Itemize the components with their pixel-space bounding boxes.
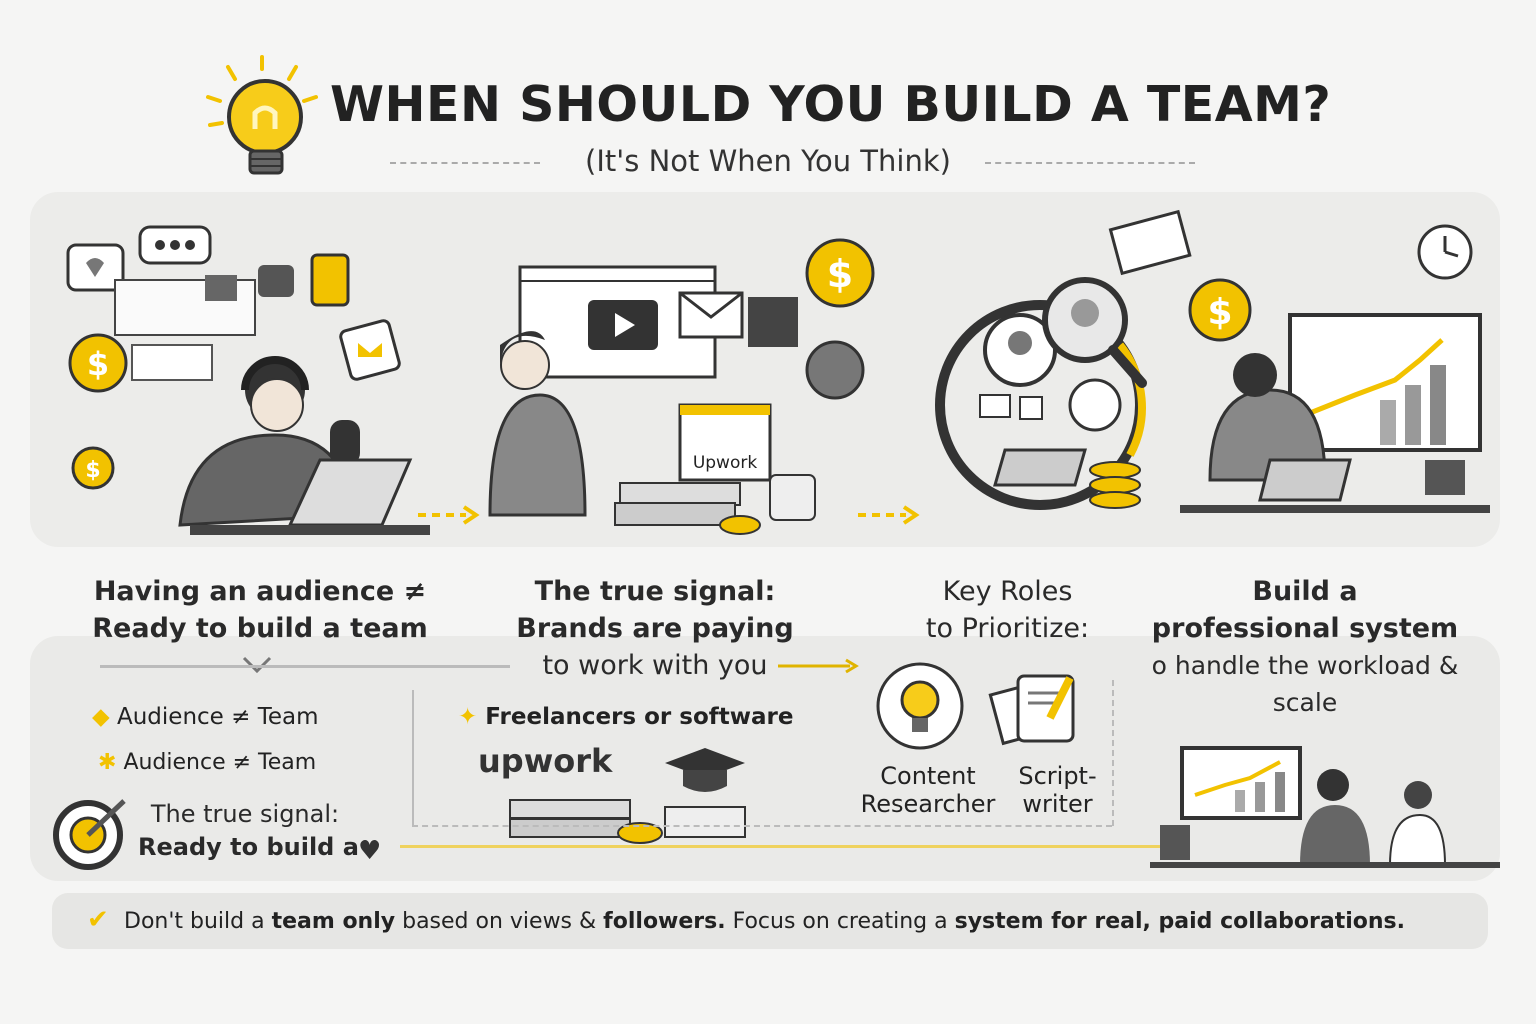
heading-line: to Prioritize: xyxy=(925,613,1090,644)
lightbulb-icon xyxy=(206,55,318,175)
creator-illustration: $ $ xyxy=(66,225,430,535)
column-heading-roles: Key Roles to Prioritize: xyxy=(885,573,1130,647)
heading-line: o handle the workload & xyxy=(1151,651,1459,680)
role-label: writer xyxy=(1022,790,1093,818)
sparkle-icon: ✦ xyxy=(458,704,486,730)
chevron-down-icon xyxy=(242,656,272,674)
page-title: WHEN SHOULD YOU BUILD A TEAM? xyxy=(330,76,1332,133)
divider xyxy=(100,665,510,668)
svg-text:$: $ xyxy=(85,458,100,483)
divider xyxy=(390,162,540,164)
diamond-icon: ◆ xyxy=(92,704,117,730)
heading-line: scale xyxy=(1272,688,1338,717)
list-item: ✱ Audience ≠ Team xyxy=(98,750,316,775)
role-label: Researcher xyxy=(860,790,996,818)
lightbulb-role-icon xyxy=(876,662,964,750)
heading-line: to work with you xyxy=(542,650,768,681)
list-item-label: Audience ≠ Team xyxy=(117,704,319,730)
heading-line: Ready to build a team xyxy=(92,613,428,644)
script-pencil-icon xyxy=(988,674,1075,746)
arrow-icon xyxy=(858,505,920,525)
role-scriptwriter: Script-writer xyxy=(1005,762,1110,818)
person-icon: ✱ xyxy=(98,750,124,775)
brands-illustration: $ Upwork xyxy=(488,238,875,535)
svg-text:$: $ xyxy=(1207,292,1232,333)
upwork-logo-small: Upwork xyxy=(693,453,758,473)
svg-text:$: $ xyxy=(87,345,109,383)
heading-line: The true signal: xyxy=(534,576,776,607)
footer-text: Don't build a team only based on views &… xyxy=(124,908,1406,934)
professional-system-illustration: $ xyxy=(1180,224,1490,513)
money-stack-icon xyxy=(509,799,746,844)
svg-text:$: $ xyxy=(827,252,853,296)
list-item-label: Audience ≠ Team xyxy=(123,750,317,775)
graduation-cap-icon xyxy=(665,748,745,792)
heading-line: professional system xyxy=(1151,613,1459,644)
list-item-label: Freelancers or software xyxy=(485,704,794,730)
checkmark-icon: ✔ xyxy=(87,905,109,935)
heading-line: Key Roles xyxy=(942,576,1073,607)
page-subtitle: (It's Not When You Think) xyxy=(585,144,951,178)
divider xyxy=(985,162,1195,164)
column-heading-audience: Having an audience ≠ Ready to build a te… xyxy=(60,573,460,647)
signal-line: The true signal: xyxy=(150,800,340,828)
divider xyxy=(400,845,1160,848)
heart-icon: ♥ xyxy=(358,836,382,866)
hiring-search-illustration xyxy=(935,209,1192,510)
heading-line: Build a xyxy=(1252,576,1358,607)
heading-line: Having an audience ≠ xyxy=(93,576,427,607)
target-icon xyxy=(53,799,126,870)
arrow-icon xyxy=(418,505,480,525)
team-at-work-illustration xyxy=(1150,746,1500,868)
heading-line: Brands are paying xyxy=(516,613,794,644)
arrow-icon xyxy=(778,658,859,674)
upwork-logo: upwork xyxy=(478,742,613,780)
role-label: Script- xyxy=(1018,762,1097,790)
true-signal-text: The true signal: Ready to build a xyxy=(130,798,360,864)
list-item: ✦ Freelancers or software xyxy=(458,704,793,730)
role-label: Content xyxy=(880,762,976,790)
divider xyxy=(412,825,1112,827)
list-item: ◆ Audience ≠ Team xyxy=(92,704,319,730)
column-heading-signal: The true signal: Brands are paying to wo… xyxy=(460,573,850,684)
divider xyxy=(412,690,414,825)
signal-line: Ready to build a xyxy=(138,833,359,861)
divider xyxy=(1112,680,1114,826)
footer-tip: ✔ Don't build a team only based on views… xyxy=(52,893,1488,949)
column-heading-system: Build a professional system o handle the… xyxy=(1120,573,1490,721)
